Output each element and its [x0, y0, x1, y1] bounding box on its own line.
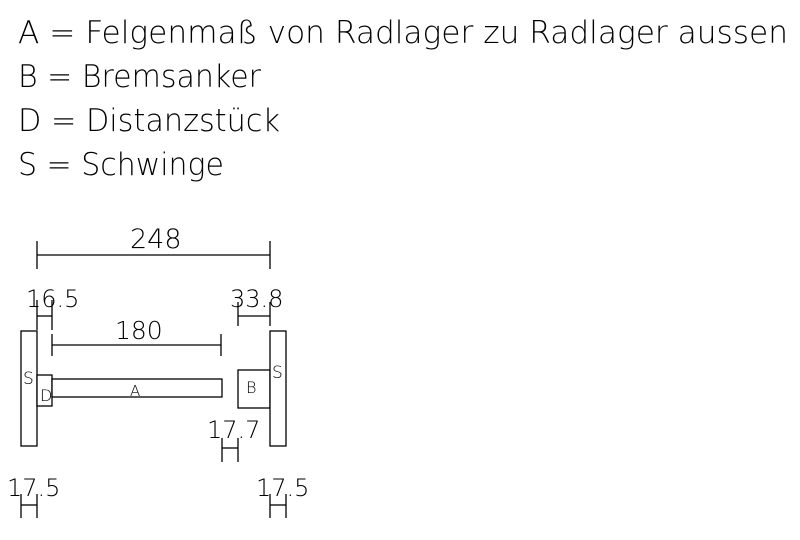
axle: A — [51, 378, 223, 400]
dimension-swing-left-label: 17.5 — [7, 474, 60, 502]
dimension-brake-anchor-label: 17.7 — [207, 416, 260, 444]
swing-right-shape — [269, 330, 287, 447]
dimension-axle-label: 180 — [115, 316, 163, 345]
legend-line-a: A = Felgenmaß von Radlager zu Radlager a… — [18, 15, 788, 51]
dimension-swing-right-label: 17.5 — [256, 474, 309, 502]
dimension-left-offset: 16.5 — [26, 285, 79, 330]
swing-left: S — [20, 330, 38, 447]
spacer: D — [36, 374, 53, 407]
axle-label: A — [130, 382, 140, 400]
swing-right: S — [269, 330, 287, 447]
dimension-axle: 180 — [51, 316, 222, 356]
dimension-right-offset: 33.8 — [230, 285, 283, 326]
axle-shape — [51, 378, 223, 398]
dimension-overall-label: 248 — [130, 224, 182, 255]
legend-line-b: B = Bremsanker — [18, 59, 261, 95]
dimension-swing-left: 17.5 — [7, 474, 60, 518]
legend-line-s: S = Schwinge — [18, 147, 224, 183]
dimension-overall: 248 — [36, 224, 271, 269]
dimension-left-offset-label: 16.5 — [26, 285, 79, 313]
brake-anchor: B — [237, 369, 271, 409]
swing-right-label: S — [272, 363, 283, 383]
legend: A = Felgenmaß von Radlager zu Radlager a… — [18, 15, 788, 183]
dimension-right-offset-label: 33.8 — [230, 285, 283, 313]
dimension-swing-right: 17.5 — [256, 474, 309, 518]
legend-line-d: D = Distanzstück — [18, 103, 280, 139]
dimension-brake-anchor: 17.7 — [207, 416, 260, 462]
swing-left-label: S — [23, 369, 34, 389]
spacer-label: D — [40, 386, 52, 405]
brake-anchor-label: B — [246, 378, 256, 397]
